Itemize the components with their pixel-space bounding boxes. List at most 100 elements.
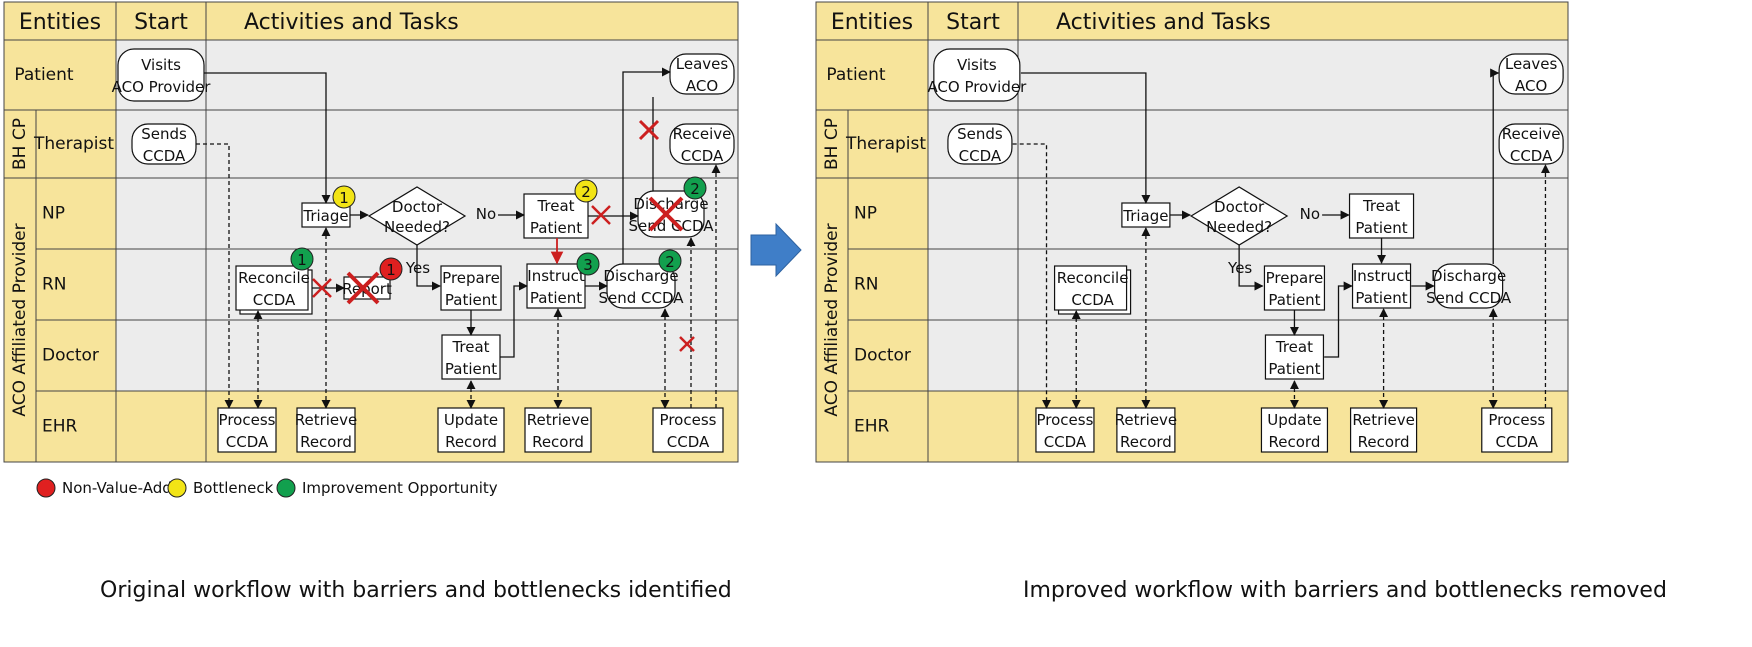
node-update-record-shape — [1260, 407, 1329, 453]
lane-np: NP — [42, 204, 65, 224]
barrier-x-treat-discharge — [591, 205, 611, 225]
node-prepare-patient-shape — [1263, 265, 1326, 311]
barrier-x-discharge-np — [648, 196, 684, 232]
diagram-extras — [750, 222, 802, 278]
flow-sends-to-process — [196, 143, 234, 409]
lane-rn: RN — [42, 275, 67, 295]
node-report-label: Report — [342, 280, 392, 298]
node-treat-patient-np-shape — [523, 193, 589, 239]
badge-treat-bottleneck-circle — [574, 179, 598, 203]
header-activities: Activities and Tasks — [244, 10, 459, 35]
flow-visits-to-triage — [1020, 72, 1151, 204]
node-process-ccda-1-shape — [217, 407, 277, 453]
node-instruct-patient-shape — [1351, 263, 1412, 309]
ehr-row — [927, 390, 1569, 463]
badge-triage-bottleneck-circle — [332, 185, 356, 209]
legend-improvement-opportunity-swatch — [276, 478, 296, 498]
node-retrieve-record-1-shape — [1116, 407, 1176, 453]
legend-improvement-opportunity-label: Improvement Opportunity — [302, 479, 498, 497]
lane-aco: ACO Affiliated Provider — [822, 223, 842, 416]
badge-reconcile-improvement: 1 — [290, 247, 314, 271]
flow-treat-to-instruct — [500, 281, 528, 358]
lane-patient: Patient — [14, 65, 74, 85]
badge-discharge-rn-improvement: 2 — [658, 249, 682, 273]
legend-bottleneck-label: Bottleneck — [193, 479, 274, 497]
flow-discharge-to-leaves — [1490, 68, 1500, 264]
node-receive-ccda-shape — [669, 123, 735, 165]
original-workflow-panel: Entities Start Activities and TasksPatient… — [3, 1, 739, 498]
badge-discharge-rn-improvement-label: 2 — [665, 253, 675, 271]
badge-treat-bottleneck: 2 — [574, 179, 598, 203]
lane-aco: ACO Affiliated Provider — [10, 223, 30, 416]
node-process-ccda-1-shape — [1035, 407, 1095, 453]
header-activities: Activities and Tasks — [1056, 10, 1271, 35]
header-start: Start — [134, 10, 188, 35]
node-triage-shape — [1121, 202, 1171, 228]
badge-discharge-np-improvement: 2 — [683, 176, 707, 200]
badge-discharge-np-improvement-label: 2 — [690, 180, 700, 198]
node-retrieve-record-2-shape — [1349, 407, 1418, 453]
badge-instruct-improvement-label: 3 — [583, 256, 593, 274]
lane-ehr: EHR — [854, 417, 890, 437]
lane-ehr: EHR — [42, 417, 78, 437]
lane-doctor: Doctor — [854, 346, 911, 366]
node-visits-aco-provider-shape — [117, 48, 205, 102]
legend-non-value-add-swatch — [36, 478, 56, 498]
label-no: No — [1300, 205, 1320, 223]
node-visits-aco-provider-shape — [933, 48, 1021, 102]
lane-therapist: Therapist — [845, 134, 926, 154]
flow-treat-to-instruct — [1324, 281, 1353, 358]
barrier-x-receive — [638, 119, 660, 141]
barrier-x-report — [346, 271, 380, 305]
caption-original: Original workflow with barriers and bott… — [100, 578, 732, 603]
badge-reconcile-improvement-circle — [290, 247, 314, 271]
header-band — [3, 1, 739, 41]
badge-report-non-value-add-label: 1 — [386, 261, 396, 279]
lane-bhcp: BH CP — [10, 118, 30, 170]
badge-triage-bottleneck: 1 — [332, 185, 356, 209]
node-prepare-patient-shape — [440, 265, 502, 311]
node-process-ccda-2-shape — [652, 407, 724, 453]
ehr-row — [115, 390, 739, 463]
badge-treat-bottleneck-label: 2 — [581, 183, 591, 201]
node-treat-patient-np-shape — [1348, 193, 1415, 239]
badge-report-non-value-add-circle — [379, 257, 403, 281]
header-start: Start — [946, 10, 1000, 35]
barrier-x-reconcile-report — [312, 278, 332, 298]
lane-therapist: Therapist — [33, 134, 114, 154]
legend-bottleneck-swatch — [167, 478, 187, 498]
header-entities: Entities — [831, 10, 913, 35]
lane-np: NP — [854, 204, 877, 224]
transition-arrow — [750, 222, 802, 278]
badge-reconcile-improvement-label: 1 — [297, 251, 307, 269]
node-triage-label: Triage — [1122, 207, 1168, 225]
node-triage-label: Triage — [302, 207, 348, 225]
header-entities: Entities — [19, 10, 101, 35]
flow-yes-to-prepare — [416, 245, 441, 291]
node-doctor-needed-shape — [1189, 186, 1289, 246]
